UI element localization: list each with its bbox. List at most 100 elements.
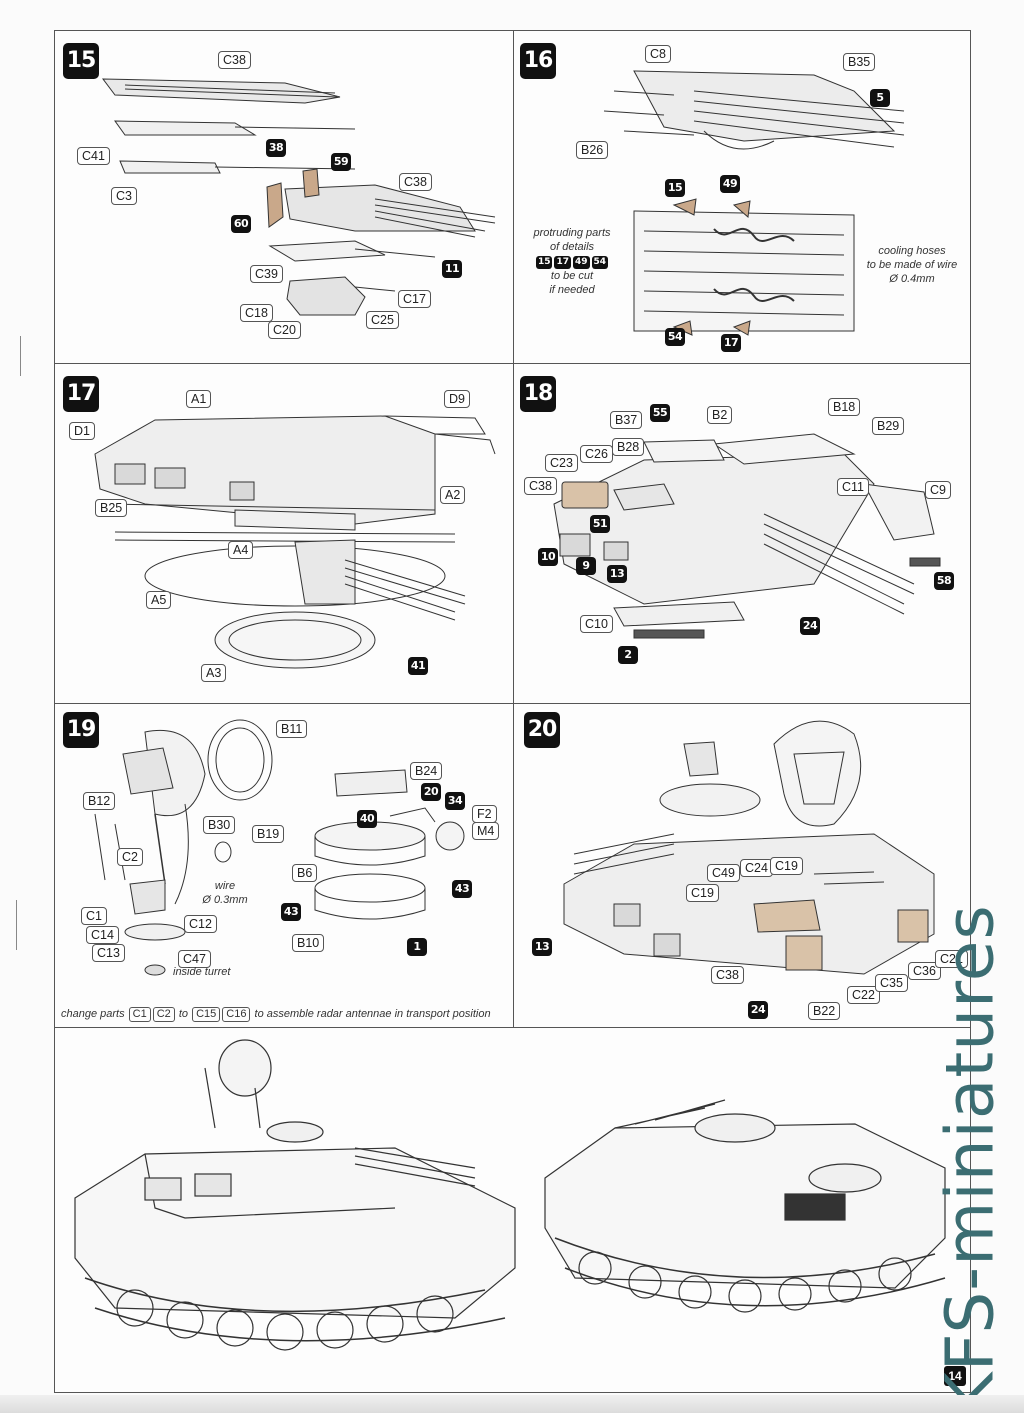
- photoetch-number: 55: [650, 404, 670, 422]
- watermark: KFS-miniatures: [930, 904, 1010, 1413]
- part-label: A2: [440, 486, 466, 504]
- note-text: change parts: [61, 1008, 125, 1020]
- photoetch-number: 40: [357, 810, 377, 828]
- photoetch-number: 51: [590, 515, 610, 533]
- cooling-hoses-note: cooling hoses to be made of wire Ø 0.4mm: [856, 244, 968, 286]
- note-line: to be made of wire: [866, 259, 958, 271]
- photoetch-number: 13: [532, 938, 552, 956]
- photoetch-number: 17: [554, 256, 571, 269]
- part-label: C1: [81, 907, 107, 925]
- part-label: C11: [837, 478, 870, 496]
- part-label: C16: [222, 1007, 251, 1022]
- part-label: C9: [925, 481, 951, 499]
- step-17-panel: 17 A1 D9 D1 A2 B25 A4 A5 A3 41: [55, 364, 513, 703]
- photoetch-number: 58: [934, 572, 954, 590]
- step-number: 17: [63, 376, 99, 412]
- part-label: D1: [69, 422, 95, 440]
- part-label: C26: [580, 445, 613, 463]
- note-line: if needed: [549, 284, 595, 296]
- step-16-drawing: [603, 70, 905, 336]
- part-label: A1: [186, 390, 212, 408]
- row-divider-3: [54, 1027, 971, 1029]
- part-label: F2: [472, 805, 497, 823]
- note-line: of details: [549, 241, 595, 253]
- photoetch-number: 9: [576, 557, 596, 575]
- part-label: C15: [192, 1007, 221, 1022]
- part-label: B22: [808, 1002, 841, 1020]
- note-text: to: [178, 1008, 189, 1020]
- part-label: B19: [252, 825, 285, 843]
- note-line: Ø 0.4mm: [889, 273, 935, 285]
- part-label: C38: [218, 51, 251, 69]
- part-label: A4: [228, 541, 254, 559]
- step-19-drawing: [94, 719, 465, 976]
- photoetch-number: 15: [535, 256, 553, 269]
- part-label: B25: [95, 499, 128, 517]
- note-line: wire: [214, 880, 236, 892]
- step-18-drawing: [553, 433, 941, 639]
- step-20-panel: 20 C49 C24 C19 C19 C38 C22 C35 C36 C21 B…: [514, 704, 971, 1027]
- photoetch-number: 49: [720, 175, 740, 193]
- part-label: A3: [201, 664, 227, 682]
- part-label: C38: [711, 966, 744, 984]
- photoetch-number: 43: [281, 903, 301, 921]
- part-label: B11: [276, 720, 308, 738]
- step-19-panel: 19 B11 B12 B30 B19 C2 C1 C14 C12 C13 C47…: [55, 704, 513, 1027]
- part-label: C22: [847, 986, 880, 1004]
- photoetch-number: 2: [618, 646, 638, 664]
- photoetch-number: 43: [452, 880, 472, 898]
- step-17-drawing: [94, 415, 496, 669]
- photoetch-number: 11: [442, 260, 462, 278]
- step-number: 19: [63, 712, 99, 748]
- step-15-panel: 15 C38 C41 C3 C38 C39 C18 C20 C25 C17 38…: [55, 31, 513, 363]
- photoetch-number: 15: [665, 179, 685, 197]
- part-label: B30: [203, 816, 236, 834]
- step-number: 18: [520, 376, 556, 412]
- part-label: A5: [146, 591, 172, 609]
- note-text: to assemble radar antennae in transport …: [254, 1008, 491, 1020]
- part-label: B6: [292, 864, 318, 882]
- part-label: B35: [843, 53, 876, 71]
- photoetch-number: 13: [607, 565, 627, 583]
- part-label: B24: [410, 762, 443, 780]
- part-label: B12: [83, 792, 116, 810]
- wire-note: wire Ø 0.3mm: [195, 879, 255, 907]
- photoetch-number: 10: [538, 548, 558, 566]
- photoetch-number: 59: [331, 153, 351, 171]
- note-line: cooling hoses: [878, 245, 946, 257]
- finished-model-drawings: [74, 1039, 946, 1351]
- note-line: to be cut: [550, 270, 594, 282]
- photoetch-number: 41: [408, 657, 428, 675]
- part-label: C23: [545, 454, 578, 472]
- binding-mark: [20, 336, 21, 376]
- part-label: C38: [524, 477, 557, 495]
- photoetch-number: 17: [721, 334, 741, 352]
- step-number: 20: [524, 712, 560, 748]
- part-label: C24: [740, 859, 773, 877]
- note-line: protruding parts: [533, 227, 611, 239]
- watermark-text: KFS-miniatures: [931, 904, 1009, 1413]
- part-label: C20: [268, 321, 301, 339]
- part-label: B29: [872, 417, 905, 435]
- photoetch-number: 24: [748, 1001, 768, 1019]
- part-label: D9: [444, 390, 470, 408]
- part-label: C12: [184, 915, 217, 933]
- column-divider: [513, 30, 515, 1027]
- binding-mark: [16, 900, 17, 950]
- inside-turret-note: inside turret: [173, 966, 231, 978]
- part-label: C38: [399, 173, 432, 191]
- photoetch-number: 49: [573, 256, 590, 269]
- part-label: C2: [117, 848, 143, 866]
- photoetch-number: 60: [231, 215, 251, 233]
- part-label: C10: [580, 615, 613, 633]
- part-label: M4: [472, 822, 500, 840]
- part-label: C39: [250, 265, 283, 283]
- part-label: C8: [645, 45, 671, 63]
- photoetch-number: 1: [407, 938, 427, 956]
- scan-edge: [0, 1395, 1024, 1413]
- step-16-panel: 16 C8 B35 B26 5 15 49 54 17 protruding p…: [514, 31, 971, 363]
